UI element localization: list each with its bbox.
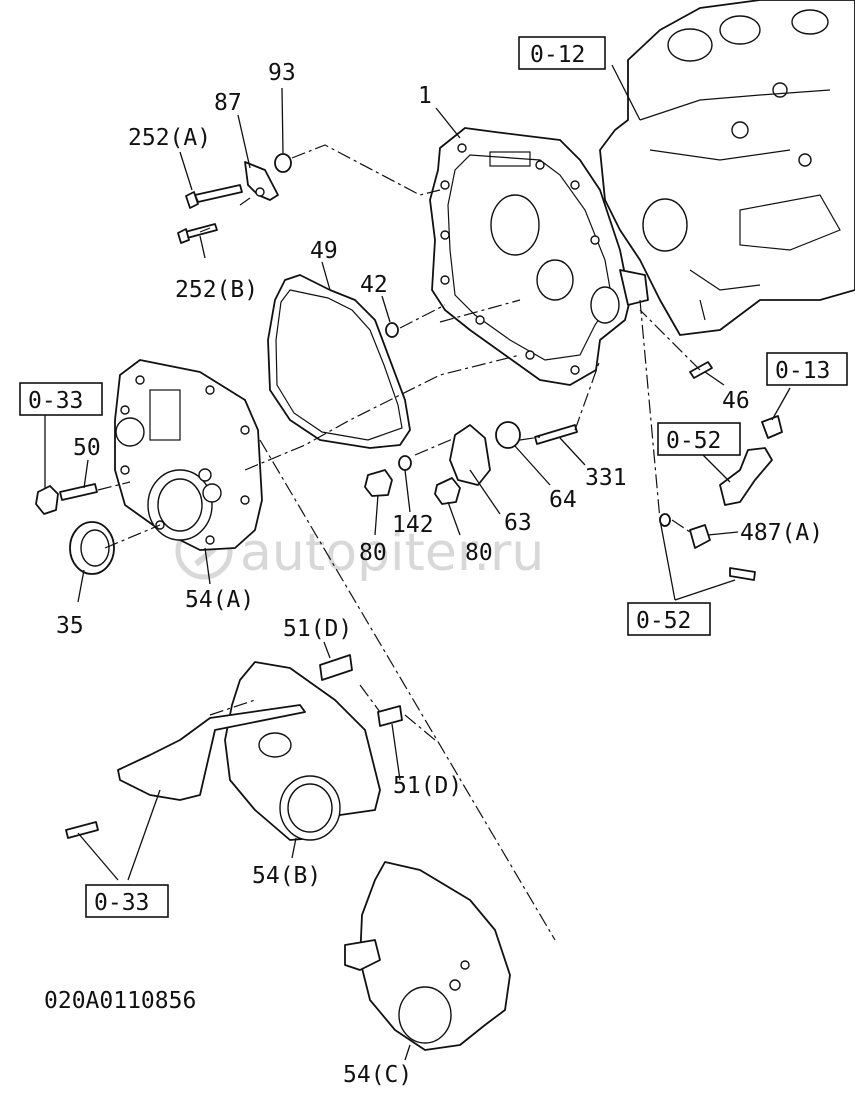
stud-331 — [534, 424, 578, 445]
ref-box-0-52-bottom: 0-52 — [627, 602, 711, 636]
engine-block — [599, 0, 855, 336]
bracket — [177, 161, 279, 244]
o-ring — [274, 153, 292, 173]
label-64: 64 — [549, 487, 577, 513]
dowel-pin — [385, 322, 399, 338]
ref-0-12-text: 0-12 — [530, 42, 585, 68]
label-252-b: 252(B) — [175, 277, 258, 303]
label-87: 87 — [214, 90, 242, 116]
label-487-a: 487(A) — [740, 520, 823, 546]
label-252-a: 252(A) — [128, 125, 211, 151]
ref-0-33-top-text: 0-33 — [28, 388, 83, 414]
ref-box-0-12: 0-12 — [518, 36, 606, 70]
label-46: 46 — [722, 388, 750, 414]
ref-0-52-bottom-text: 0-52 — [636, 608, 691, 634]
stud-46 — [689, 361, 713, 379]
ref-0-13-text: 0-13 — [775, 358, 830, 384]
leader-lines — [44, 64, 791, 1061]
label-42: 42 — [360, 272, 388, 298]
ref-box-0-52-top: 0-52 — [657, 422, 741, 456]
label-54-b: 54(B) — [252, 863, 321, 889]
ref-box-0-33-top: 0-33 — [19, 382, 103, 416]
nut-80-left — [364, 469, 393, 497]
front-cover-b — [65, 661, 381, 841]
label-50: 50 — [73, 435, 101, 461]
ref-0-52-top-text: 0-52 — [666, 428, 721, 454]
washer — [398, 455, 412, 471]
timing-gear-case — [429, 127, 649, 386]
watermark: autopiter.ru — [175, 522, 544, 583]
stud-51d-top — [319, 654, 353, 681]
label-80-left: 80 — [359, 540, 387, 566]
label-51-d-right: 51(D) — [393, 773, 462, 799]
label-35: 35 — [56, 613, 84, 639]
label-93: 93 — [268, 60, 296, 86]
label-331: 331 — [585, 465, 627, 491]
nut-80-right — [434, 477, 461, 505]
label-51-d-top: 51(D) — [283, 616, 352, 642]
gasket — [267, 274, 411, 449]
label-54-a: 54(A) — [185, 587, 254, 613]
stud-bolt — [35, 483, 98, 515]
label-80-right: 80 — [465, 540, 493, 566]
label-49: 49 — [310, 238, 338, 264]
oil-seal — [69, 521, 115, 575]
o-ring-64 — [495, 421, 521, 449]
pipe-elbow — [719, 447, 773, 506]
label-142: 142 — [392, 512, 434, 538]
stud-51d-right — [377, 705, 403, 727]
front-cover-a — [114, 359, 263, 551]
label-1: 1 — [418, 83, 432, 109]
ref-0-33-bottom-text: 0-33 — [94, 890, 149, 916]
label-54-c: 54(C) — [343, 1062, 412, 1088]
ref-box-0-13: 0-13 — [766, 352, 848, 386]
front-cover-c — [344, 861, 511, 1051]
drawing-code: 020A0110856 — [44, 988, 196, 1014]
cover-plate — [449, 424, 491, 486]
plate-487a — [659, 513, 756, 581]
label-63: 63 — [504, 510, 532, 536]
ref-box-0-33-bottom: 0-33 — [85, 884, 169, 918]
explosion-lines — [97, 144, 701, 941]
watermark-text: autopiter.ru — [240, 523, 544, 583]
